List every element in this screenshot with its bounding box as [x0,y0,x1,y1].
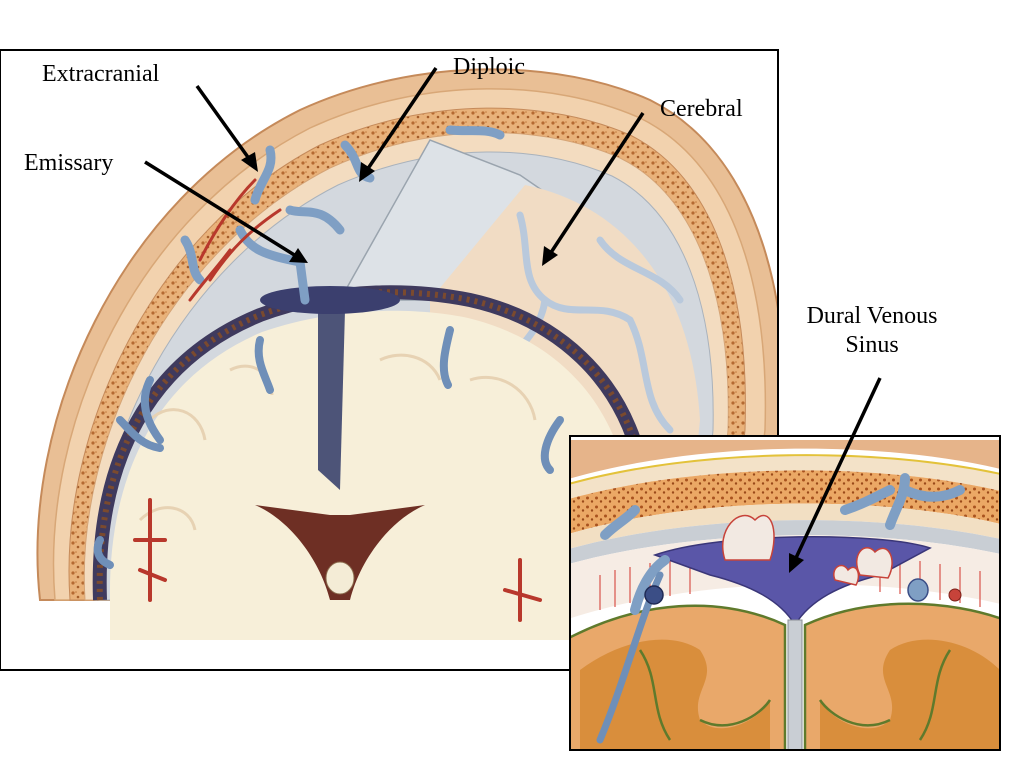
arrow-cerebral [542,112,645,266]
label-dural-line-2: Sinus [845,331,899,358]
inset-veins [600,473,965,615]
label-dural-venous-sinus: Dural Venous Sinus [792,302,952,360]
inset-outer-table [571,456,999,499]
inset-illustration [569,435,1001,751]
inset-scalp [571,440,999,479]
brain-cross-section [109,310,626,640]
inset-pia-mater [571,602,999,749]
label-emissary: Emissary [24,150,114,176]
main-illustration [36,68,778,640]
pointer-arrows [144,67,882,573]
arrow-extracranial [195,84,258,172]
inset-falx [787,619,803,749]
inset-vein-circle-left [644,585,664,605]
arrow-emissary [144,160,308,263]
arrow-dural-venous-sinus [789,377,882,573]
inset-artery-dot [948,588,962,602]
brain-arteries [133,498,542,622]
inset-frame [569,435,1001,751]
cortical-veins [93,326,564,569]
falx-cerebri [318,310,345,490]
extracranial-arteries [188,178,282,302]
label-diploic: Diploic [453,54,525,80]
lateral-ventricles [255,505,425,600]
superior-sagittal-sinus [260,286,400,314]
label-cerebral: Cerebral [660,96,743,122]
third-ventricle [325,561,355,595]
inset-vein-circle-right [907,578,929,602]
inset-dura [571,520,999,564]
arrow-diploic [359,67,438,182]
label-dural-line-1: Dural Venous [806,303,938,329]
inset-gray-matter-right [820,639,999,749]
main-frame [0,49,779,671]
arachnoid-granulations [722,514,893,586]
label-extracranial: Extracranial [42,61,160,87]
